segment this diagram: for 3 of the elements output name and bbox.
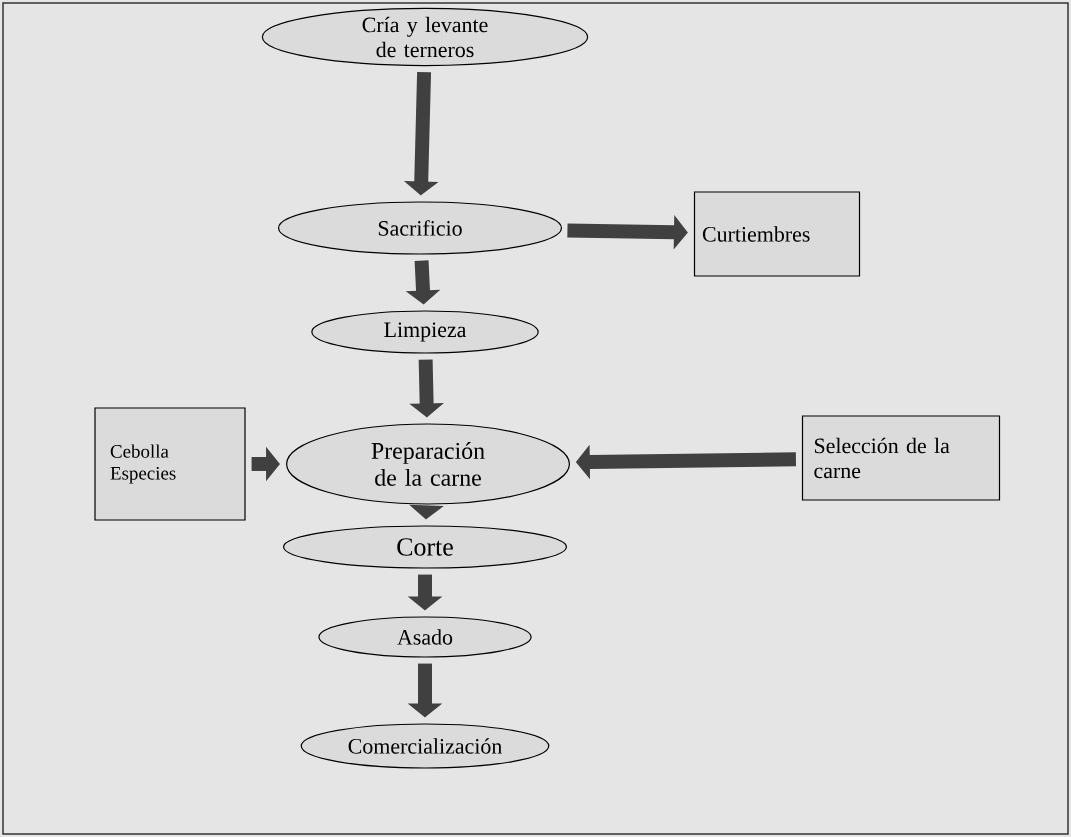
input-box: Cebolla Especies <box>94 407 246 521</box>
input-box: Curtiembres <box>693 191 861 277</box>
input-box: Selección de la carne <box>801 415 1001 501</box>
